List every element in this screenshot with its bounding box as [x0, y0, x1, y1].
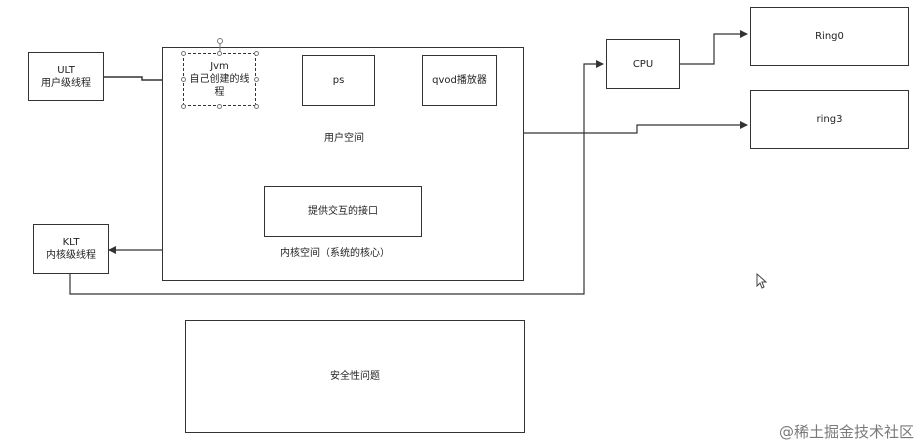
selection-handle[interactable]	[181, 104, 186, 109]
watermark: @稀土掘金技术社区	[778, 423, 914, 441]
rotate-handle[interactable]	[217, 38, 223, 44]
cpu-box: CPU	[606, 39, 680, 89]
ring3-label: ring3	[816, 114, 843, 125]
ps-label: ps	[332, 75, 345, 86]
connector-klt-to-cpu	[69, 60, 604, 295]
connector-ult-to-jvm	[104, 76, 182, 84]
interface-label: 提供交互的接口	[308, 206, 378, 217]
ult-title: ULT	[57, 64, 75, 76]
cpu-label: CPU	[632, 58, 654, 70]
qvod-box: qvod播放器	[422, 55, 497, 106]
ps-box: ps	[302, 55, 375, 106]
selection-handle[interactable]	[181, 77, 186, 82]
selection-handle[interactable]	[181, 51, 186, 56]
jvm-desc-2: 程	[214, 87, 225, 98]
ring3-box: ring3	[750, 90, 909, 149]
selection-handle[interactable]	[254, 77, 259, 82]
ring0-label: Ring0	[815, 31, 844, 42]
connector-cpu-to-ring0	[680, 30, 748, 65]
ult-subtitle: 用户级线程	[41, 77, 91, 89]
security-box: 安全性问题	[185, 320, 525, 433]
security-label: 安全性问题	[330, 371, 380, 382]
ring0-box: Ring0	[750, 7, 909, 66]
klt-title: KLT	[62, 237, 80, 248]
klt-subtitle: 内核级线程	[46, 250, 96, 261]
user-space-label: 用户空间	[324, 133, 364, 144]
jvm-desc-1: 自己创建的线	[189, 74, 250, 85]
selection-handle[interactable]	[254, 51, 259, 56]
qvod-label: qvod播放器	[432, 75, 487, 86]
ult-box: ULT 用户级线程	[28, 52, 104, 101]
jvm-box[interactable]: Jvm 自己创建的线 程	[183, 53, 256, 106]
connector-to-ring3	[524, 121, 748, 134]
selection-handle[interactable]	[217, 104, 222, 109]
jvm-title: Jvm	[210, 61, 229, 72]
selection-handle[interactable]	[254, 104, 259, 109]
mouse-cursor-icon	[756, 273, 768, 289]
klt-box: KLT 内核级线程	[33, 224, 109, 274]
kernel-space-label: 内核空间（系统的核心）	[280, 248, 390, 259]
interface-box: 提供交互的接口	[264, 186, 422, 237]
selection-handle[interactable]	[217, 51, 222, 56]
